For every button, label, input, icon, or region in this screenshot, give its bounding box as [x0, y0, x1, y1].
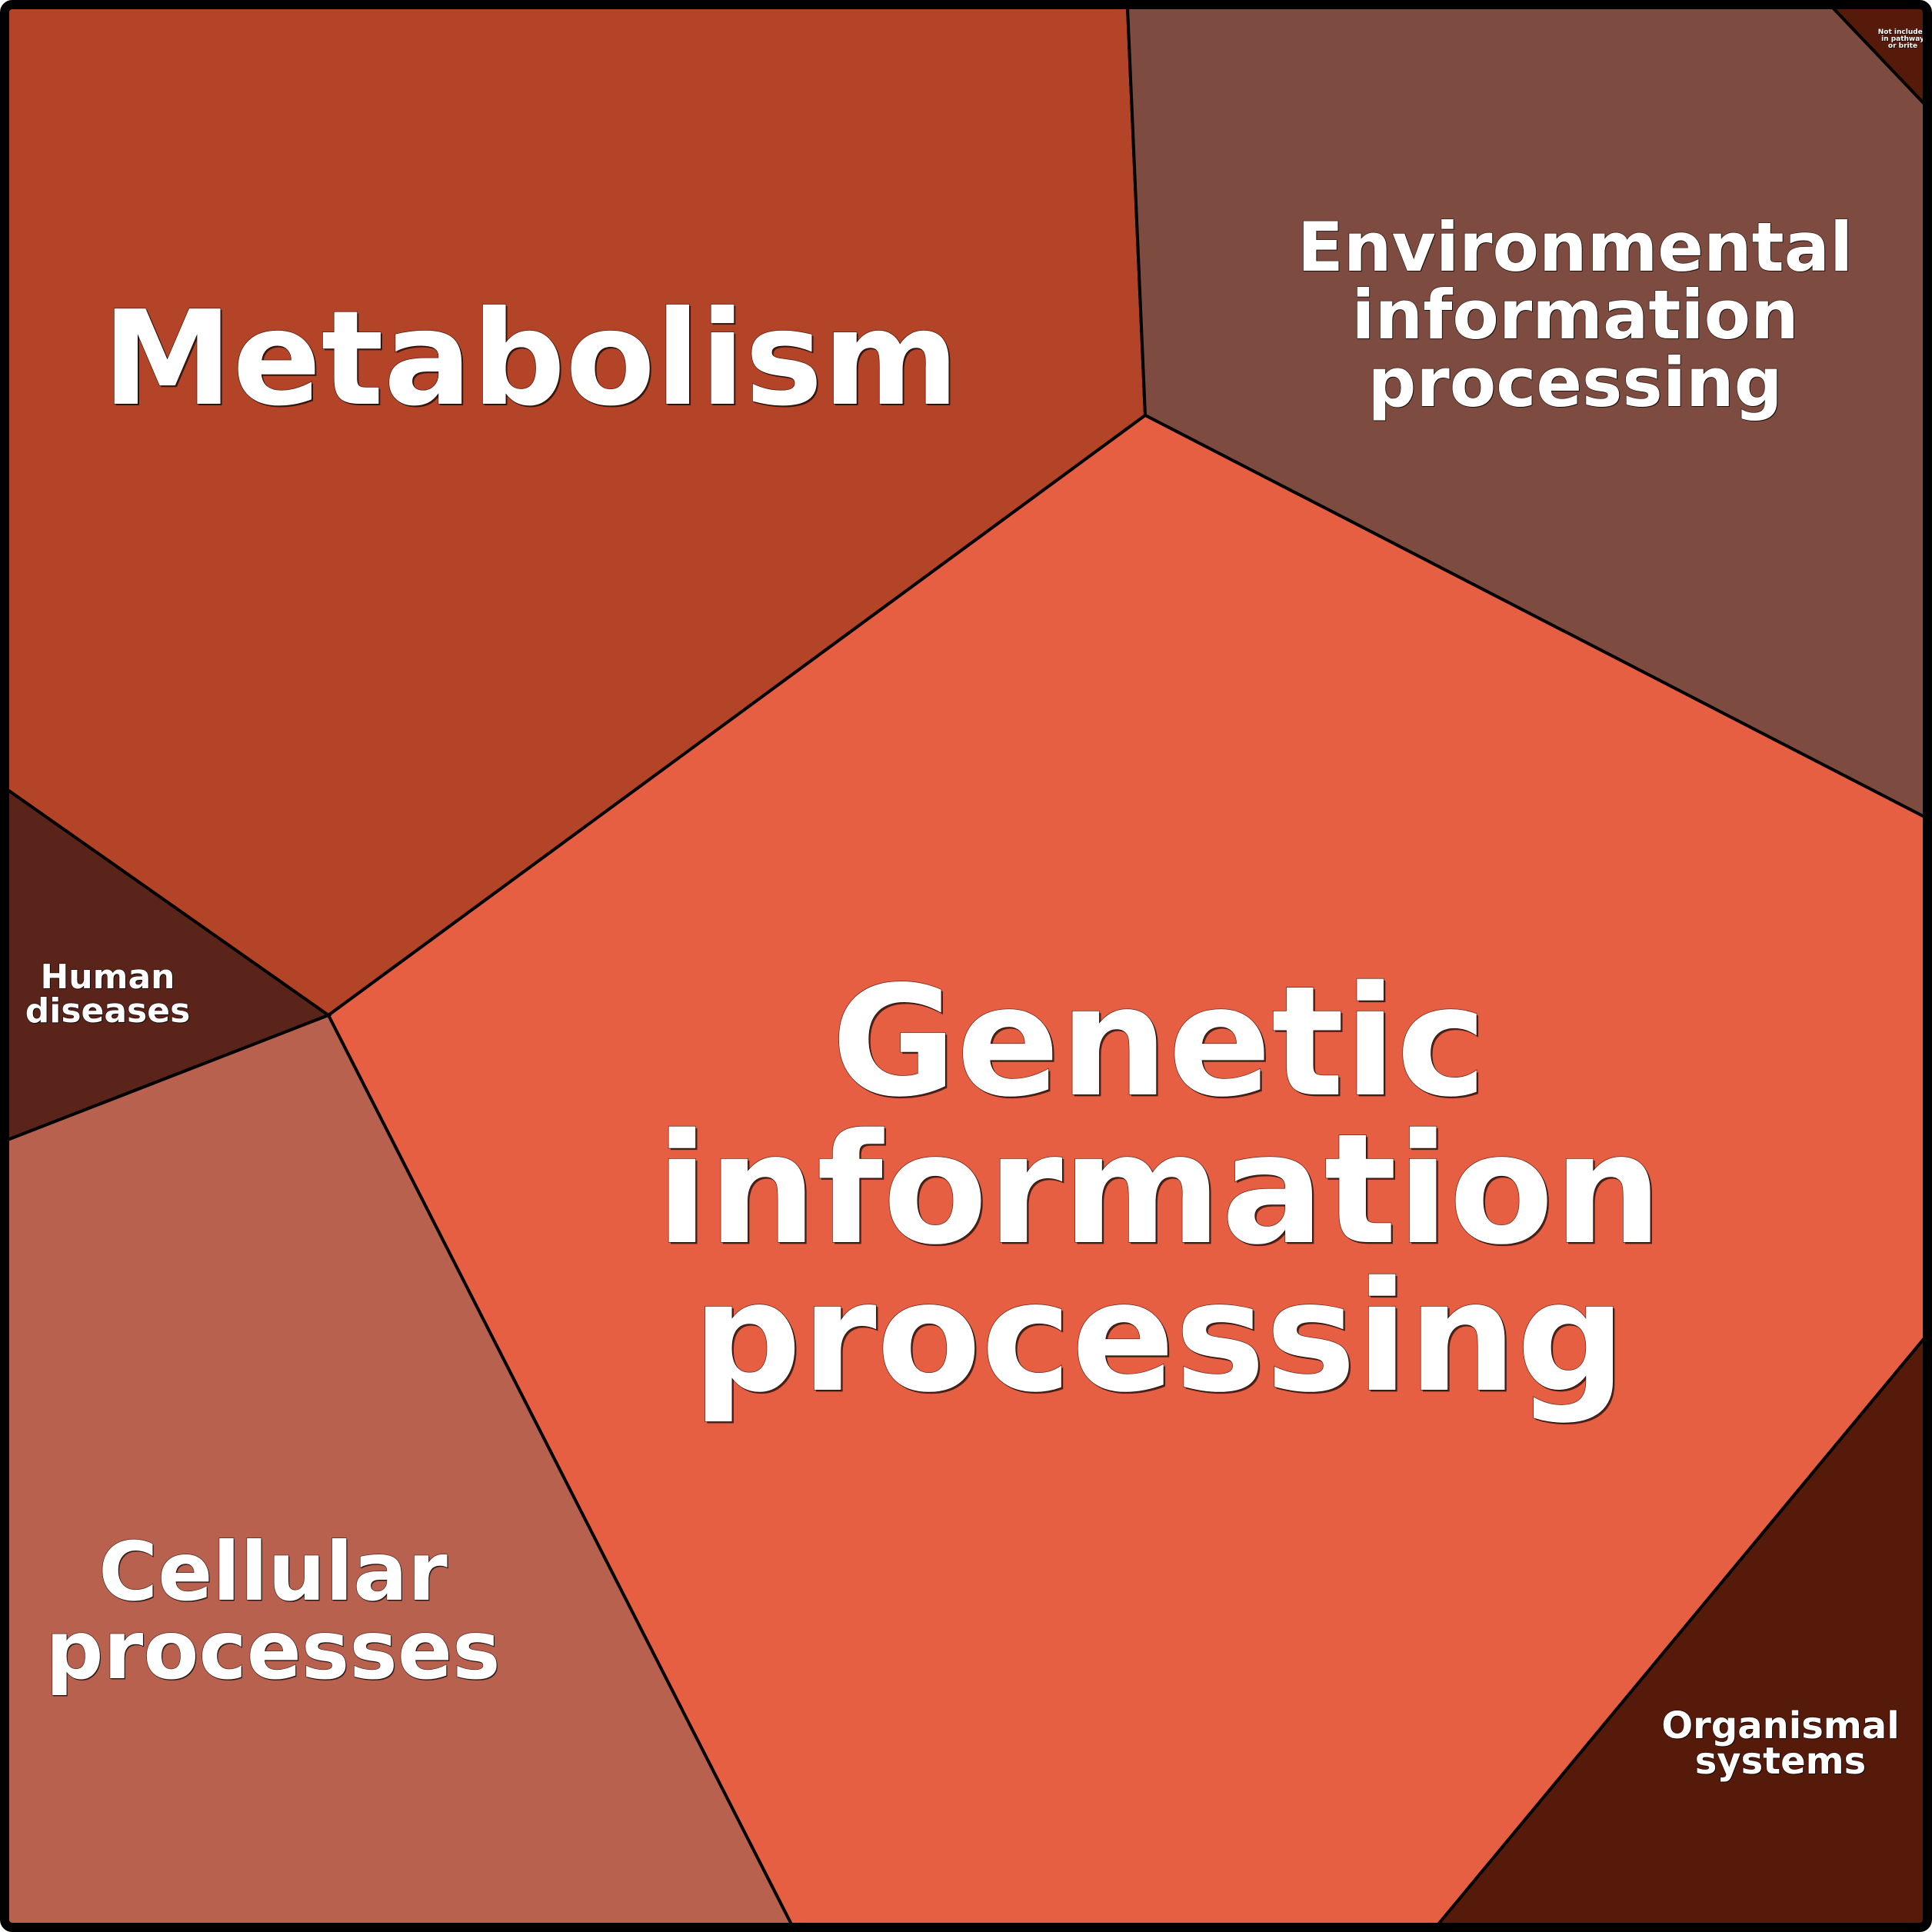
label-line: processing [1367, 343, 1782, 422]
label-line: Not included [1878, 28, 1927, 36]
label-shadow: Not included [1879, 29, 1928, 37]
label-shadow: or brite [1889, 43, 1918, 51]
label-line: information [1351, 275, 1798, 355]
label-shadow: processing [1368, 344, 1783, 423]
label-line: Genetic [831, 953, 1487, 1131]
label-line: Organismal [1661, 1704, 1899, 1747]
label-line: in pathway [1881, 35, 1924, 43]
label-genetic-information-processing: GeneticGeneticinformationinformationproc… [655, 952, 1664, 1427]
label-shadow: Human [41, 958, 175, 998]
label-line: Environmental [1297, 208, 1853, 287]
label-shadow: information [1352, 276, 1799, 355]
label-shadow: Cellular [99, 1526, 448, 1620]
label-line: diseases [25, 991, 191, 1031]
label-shadow: Environmental [1298, 208, 1854, 288]
label-line: Cellular [98, 1525, 448, 1619]
label-line: Metabolism [102, 283, 959, 435]
label-shadow: diseases [26, 992, 192, 1031]
label-environmental-information-processing: EnvironmentalEnvironmentalinformationinf… [1297, 207, 1854, 423]
label-shadow: Organismal [1662, 1705, 1900, 1748]
label-shadow: systems [1696, 1740, 1867, 1784]
label-line: Human [40, 958, 175, 997]
label-shadow: information [658, 1102, 1664, 1280]
label-line: or brite [1888, 42, 1917, 50]
label-shadow: Genetic [833, 954, 1488, 1132]
label-shadow: Metabolism [104, 285, 961, 437]
label-line: processing [692, 1248, 1625, 1426]
label-line: information [656, 1101, 1662, 1278]
label-shadow: processing [695, 1250, 1627, 1427]
label-line: systems [1695, 1740, 1867, 1783]
label-line: processes [45, 1604, 500, 1697]
label-shadow: processes [47, 1604, 501, 1698]
label-shadow: in pathway [1882, 36, 1925, 44]
cells-layer [6, 6, 1926, 1926]
